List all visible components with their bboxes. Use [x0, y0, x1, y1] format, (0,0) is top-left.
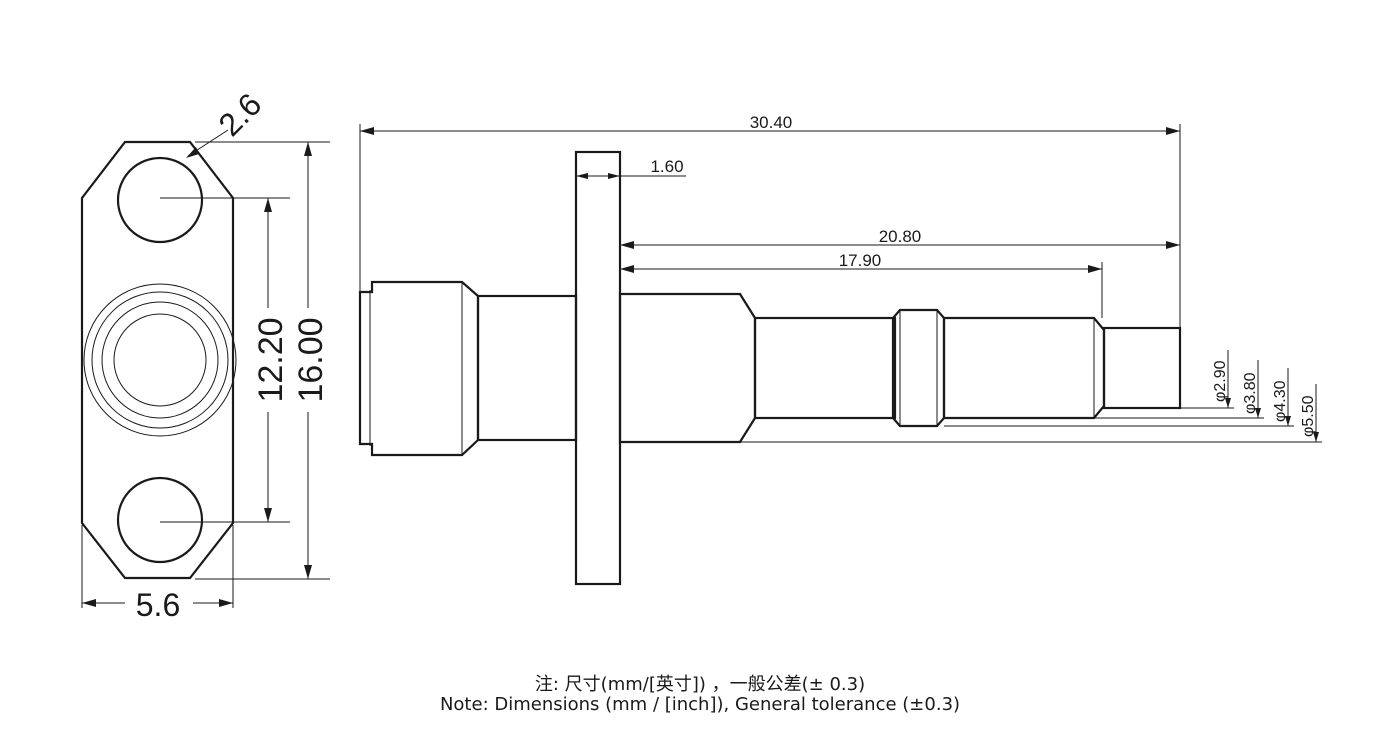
- dim-diameters: φ2.90 φ3.80 φ4.30 φ5.50: [740, 350, 1322, 443]
- dim-flange-width-label: 5.6: [136, 587, 180, 623]
- dim-length-to-tip-label: 20.80: [879, 227, 922, 246]
- dim-dia-1-label: φ2.90: [1212, 360, 1229, 402]
- dim-length-to-step: 17.90: [620, 251, 1103, 318]
- pin-shaft-2: [942, 316, 1106, 420]
- dim-overall-length: 30.40: [359, 113, 1181, 328]
- mounting-hole-top: [116, 156, 204, 244]
- front-body: [618, 292, 757, 444]
- dim-flange-height: 16.00: [195, 141, 330, 580]
- dim-flange-thickness-label: 1.60: [650, 157, 683, 176]
- dim-flange-corner: 2.6: [186, 86, 268, 158]
- dim-flange-width: 5.6: [81, 525, 234, 623]
- mounting-hole-bottom: [116, 476, 204, 564]
- dim-overall-length-label: 30.40: [750, 113, 793, 132]
- connector-side-view: [358, 150, 1182, 586]
- pin-collar: [891, 308, 946, 428]
- center-boss-outer: [83, 283, 237, 437]
- center-bore-outer: [101, 301, 219, 419]
- dim-length-to-tip: 20.80: [620, 227, 1180, 249]
- dim-length-to-step-label: 17.90: [839, 251, 882, 270]
- pin-shaft: [753, 316, 897, 420]
- dim-hole-spacing-label: 12.20: [252, 317, 290, 402]
- dim-dia-2-label: φ3.80: [1242, 372, 1259, 414]
- flange-outline: [80, 140, 235, 580]
- dim-flange-height-label: 16.00: [292, 317, 330, 402]
- note-english: Note: Dimensions (mm / [inch]), General …: [439, 694, 961, 715]
- dim-flange-corner-label: 2.6: [211, 86, 268, 143]
- dim-dia-3-label: φ4.30: [1272, 380, 1289, 422]
- flange-plate: [574, 150, 622, 586]
- flange-front-view: [80, 140, 237, 580]
- dim-dia-4-label: φ5.50: [1300, 395, 1317, 437]
- note-chinese: 注: 尺寸(mm/[英寸]) ，一般公差(± 0.3): [534, 674, 866, 695]
- dim-flange-thickness: 1.60: [576, 157, 686, 179]
- rear-body: [476, 294, 578, 442]
- center-boss-ring: [91, 291, 229, 429]
- pin-tip: [1102, 326, 1182, 410]
- dim-hole-spacing: 12.20: [160, 197, 290, 523]
- center-bore-inner: [113, 313, 207, 407]
- rear-cap: [358, 280, 480, 457]
